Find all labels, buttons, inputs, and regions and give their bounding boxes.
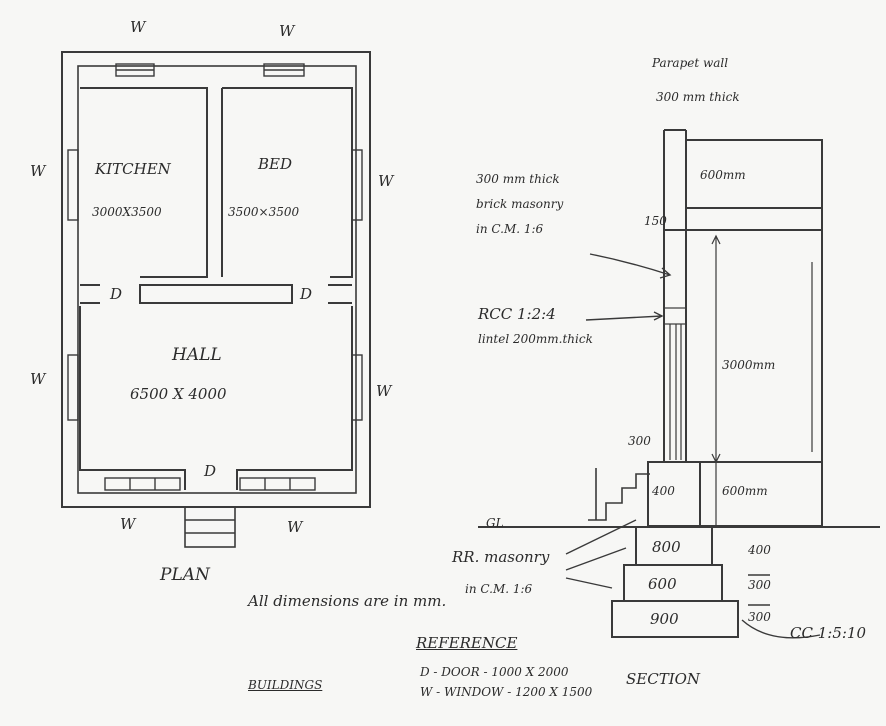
dim-plinth-height: 600mm <box>722 484 768 498</box>
rr-masonry-label: RR. masonry <box>452 548 550 566</box>
bed-label: BED <box>258 155 292 173</box>
footing-800: 800 <box>652 538 681 556</box>
plan-window-mark: W <box>279 22 295 40</box>
footing-600: 600 <box>648 575 677 593</box>
rr-masonry-mortar: in C.M. 1:6 <box>465 582 533 596</box>
plan-entrance-steps <box>184 506 236 548</box>
dimensions-note: All dimensions are in mm. <box>248 592 447 610</box>
plan-window-mark: W <box>287 518 303 536</box>
brick-label-2: brick masonry <box>476 197 564 211</box>
section-wall <box>663 129 687 462</box>
hall-label: HALL <box>172 345 222 365</box>
parapet-thickness: 300 mm thick <box>656 90 740 104</box>
section-exterior-steps <box>588 468 650 521</box>
dim-wall-height: 3000mm <box>722 358 776 372</box>
depth-400: 400 <box>748 543 771 557</box>
bed-size: 3500×3500 <box>228 205 300 219</box>
plan-window-mark: W <box>30 370 46 388</box>
section-footings <box>611 526 739 638</box>
partition-wall <box>80 284 352 304</box>
brick-label-1: 300 mm thick <box>476 172 560 186</box>
depth-300: 300 <box>748 610 771 624</box>
brick-label-3: in C.M. 1:6 <box>476 222 544 236</box>
section-title: SECTION <box>626 670 701 688</box>
plan-door-mark: D <box>204 462 217 480</box>
plan-window-mark: W <box>120 515 136 533</box>
kitchen-size: 3000X3500 <box>92 205 162 219</box>
bed-room-outline <box>221 87 353 278</box>
plan-window-right <box>351 149 363 421</box>
rcc-label-2: lintel 200mm.thick <box>478 332 593 346</box>
kitchen-room-outline <box>80 87 208 278</box>
kitchen-label: KITCHEN <box>95 160 171 178</box>
buildings-label: BUILDINGS <box>248 678 323 692</box>
depth-300: 300 <box>748 578 771 592</box>
parapet-label: Parapet wall <box>652 56 729 70</box>
dim-step: 300 <box>628 434 651 448</box>
dim-slab: 150 <box>644 214 667 228</box>
plan-window-top <box>115 63 305 77</box>
window-reference: W - WINDOW - 1200 X 1500 <box>420 685 593 699</box>
plan-title: PLAN <box>160 565 210 585</box>
reference-title: REFERENCE <box>416 634 518 652</box>
section-parapet-slab <box>664 139 823 525</box>
section-leader-arrows <box>565 253 821 639</box>
dim-plinth-width: 400 <box>652 484 675 498</box>
plan-window-bottom <box>104 477 316 491</box>
section-dimension-lines <box>711 234 813 526</box>
ground-level: GL <box>486 516 504 530</box>
door-reference: D - DOOR - 1000 X 2000 <box>420 665 569 679</box>
footing-900: 900 <box>650 610 679 628</box>
plan-door-mark: D <box>300 285 313 303</box>
plan-door-mark: D <box>110 285 123 303</box>
dim-parapet-height: 600mm <box>700 168 746 182</box>
plan-window-mark: W <box>378 172 394 190</box>
plan-window-mark: W <box>30 162 46 180</box>
plan-window-mark: W <box>376 382 392 400</box>
cc-label: CC 1:5:10 <box>790 624 867 642</box>
hall-size: 6500 X 4000 <box>130 385 227 403</box>
section-lintel <box>663 307 687 460</box>
plan-window-left <box>67 149 79 421</box>
rcc-label-1: RCC 1:2:4 <box>478 305 556 323</box>
plan-window-mark: W <box>130 18 146 36</box>
plan-outer-wall <box>61 51 371 508</box>
